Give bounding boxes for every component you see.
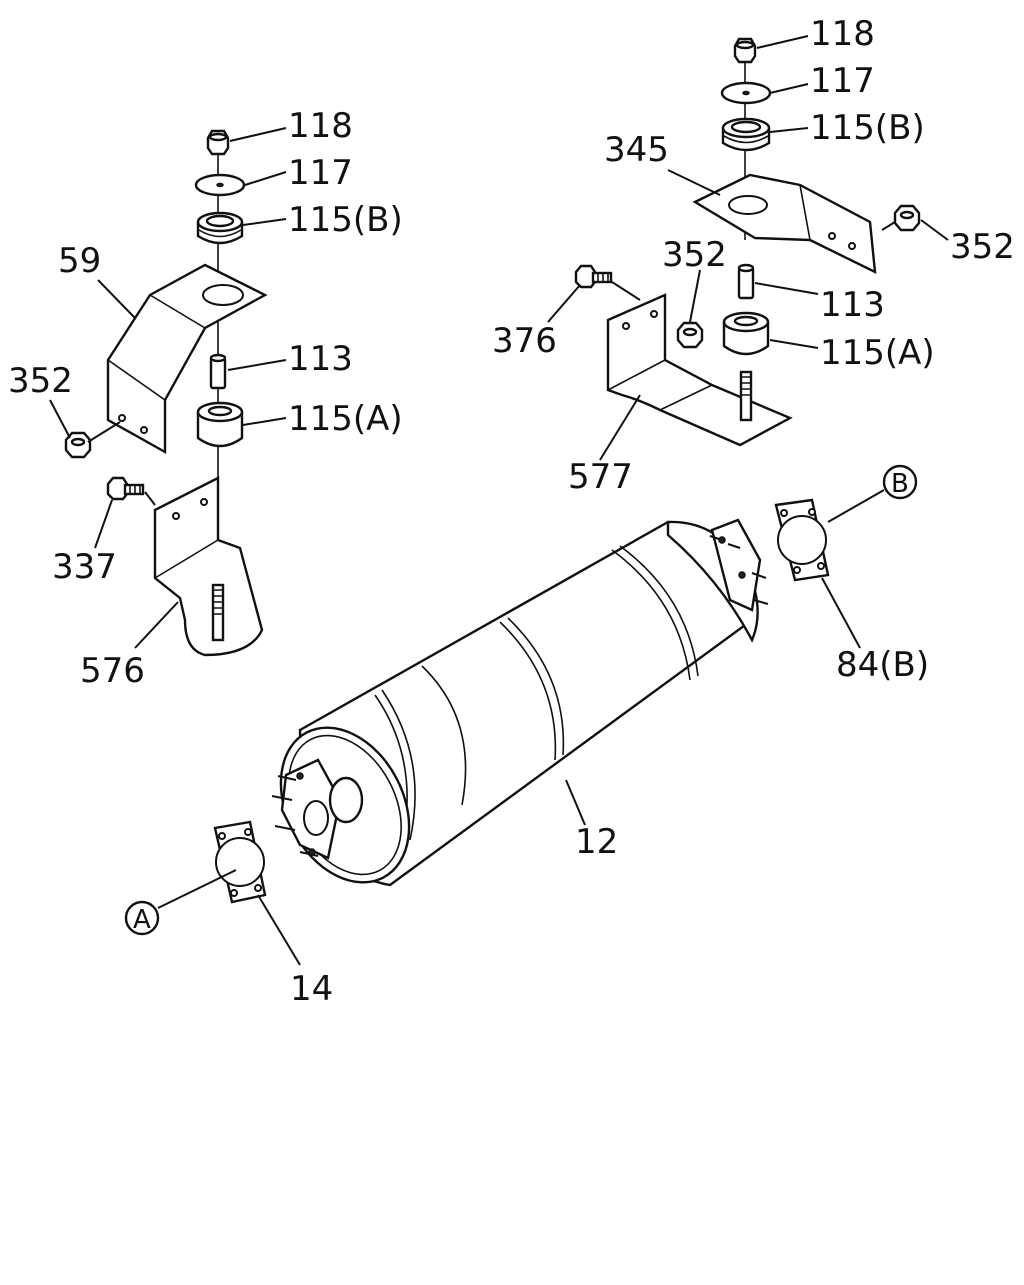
label-115b-right: 115(B) bbox=[810, 108, 925, 148]
right-nut-352-outer bbox=[893, 204, 921, 232]
callout-a-letter: A bbox=[133, 905, 151, 935]
label-337: 337 bbox=[52, 547, 117, 587]
label-352-right-inner: 352 bbox=[662, 235, 727, 275]
right-mount-assembly: 118 117 115(B) 345 352 352 376 113 115(A… bbox=[492, 14, 1015, 497]
right-bolt-376 bbox=[574, 264, 613, 289]
label-352-right-outer: 352 bbox=[950, 227, 1015, 267]
label-115a-right: 115(A) bbox=[820, 333, 935, 373]
right-nut-118 bbox=[733, 37, 757, 64]
muffler-inlet-flange bbox=[271, 758, 364, 860]
gasket-14: A 14 bbox=[124, 820, 333, 1009]
label-113-right: 113 bbox=[820, 285, 885, 325]
label-576: 576 bbox=[80, 651, 145, 691]
callout-circle-b: B bbox=[882, 464, 918, 500]
gasket-84b: B 84(B) bbox=[774, 464, 929, 685]
label-376: 376 bbox=[492, 321, 557, 361]
label-115a-left: 115(A) bbox=[288, 399, 403, 439]
right-nut-352-inner bbox=[676, 321, 704, 349]
left-bushing-115a bbox=[196, 401, 244, 448]
right-bushing-115a bbox=[722, 311, 770, 356]
label-118-left: 118 bbox=[288, 106, 353, 146]
muffler-outlet-flange bbox=[709, 518, 769, 612]
right-bracket-577 bbox=[606, 293, 793, 447]
left-bracket-576 bbox=[153, 476, 264, 657]
left-sleeve-113 bbox=[209, 353, 227, 390]
label-117-left: 117 bbox=[288, 153, 353, 193]
label-59: 59 bbox=[58, 241, 101, 281]
right-washer-117 bbox=[720, 81, 772, 105]
label-12: 12 bbox=[575, 822, 618, 862]
callout-b-letter: B bbox=[891, 469, 909, 499]
label-352-left: 352 bbox=[8, 361, 73, 401]
left-mount-assembly: 118 117 115(B) 59 113 352 115(A) 337 576 bbox=[8, 106, 403, 691]
left-bolt-337 bbox=[106, 476, 145, 501]
left-bushing-115b bbox=[196, 211, 244, 245]
label-113-left: 113 bbox=[288, 339, 353, 379]
label-14: 14 bbox=[290, 969, 333, 1009]
left-bracket-59 bbox=[106, 263, 268, 455]
label-117-right: 117 bbox=[810, 61, 875, 101]
label-345: 345 bbox=[604, 130, 669, 170]
callout-circle-a: A bbox=[124, 900, 160, 936]
left-nut-352 bbox=[64, 431, 92, 459]
right-bushing-115b bbox=[721, 117, 771, 152]
right-bracket-345 bbox=[692, 173, 877, 275]
label-118-right: 118 bbox=[810, 14, 875, 54]
left-nut-118 bbox=[206, 129, 230, 156]
label-577: 577 bbox=[568, 457, 633, 497]
muffler-12: 12 bbox=[271, 518, 769, 887]
left-washer-117 bbox=[194, 173, 246, 197]
right-sleeve-113 bbox=[737, 263, 755, 300]
label-84b: 84(B) bbox=[836, 645, 929, 685]
label-115b-left: 115(B) bbox=[288, 200, 403, 240]
